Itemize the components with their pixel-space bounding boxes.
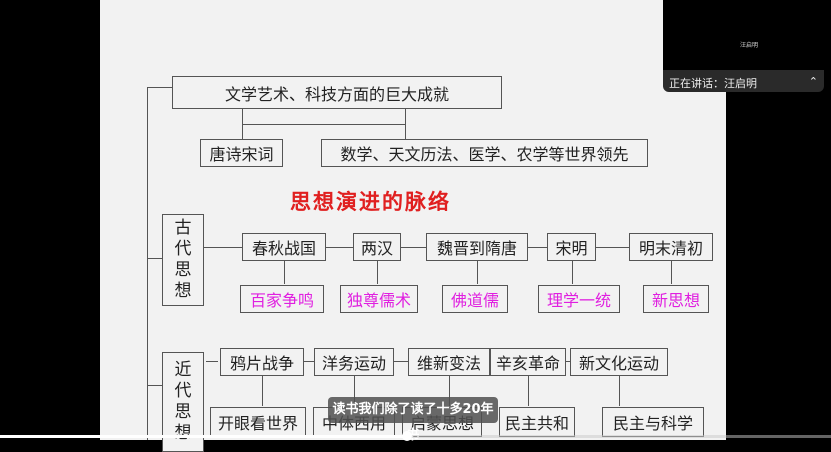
era-box: 春秋战国 [242, 233, 326, 261]
connector-line [401, 247, 426, 248]
era-box: 洋务运动 [314, 348, 394, 376]
label-char: 代 [174, 381, 192, 401]
thought-box: 理学一统 [538, 285, 620, 313]
ancient-label: 古代思想 [162, 214, 204, 306]
label-char: 思 [174, 260, 192, 280]
connector-line [147, 385, 162, 386]
slide-title: 思想演进的脉络 [290, 190, 451, 214]
progress-fill [0, 435, 408, 438]
thought-box: 开眼看世界 [210, 407, 306, 437]
speaking-text: 正在讲话：汪启明 [669, 77, 757, 90]
label-char: 思 [174, 402, 192, 422]
thought-box: 百家争鸣 [240, 285, 324, 313]
connector-line [619, 376, 620, 406]
connector-line [596, 247, 629, 248]
connector-line [326, 247, 353, 248]
sub-box: 数学、天文历法、医学、农学等世界领先 [321, 139, 648, 167]
era-box: 宋明 [547, 233, 596, 261]
top-box: 文学艺术、科技方面的巨大成就 [172, 76, 502, 109]
thought-box: 民主与科学 [602, 407, 704, 437]
label-char: 代 [174, 239, 192, 259]
connector-line [242, 124, 405, 125]
era-box: 维新变法 [408, 348, 490, 376]
thought-box: 新思想 [643, 285, 709, 313]
subtitle-caption: 读书我们除了读了十多20年书 [328, 397, 498, 443]
era-box: 辛亥革命 [490, 348, 566, 376]
video-name: 汪启明 [740, 42, 759, 49]
connector-line [354, 376, 355, 406]
connector-line [671, 261, 672, 284]
connector-line [394, 361, 408, 362]
speaking-indicator[interactable]: 正在讲话：汪启明 ⌃ [663, 70, 824, 92]
progress-bar[interactable] [0, 435, 831, 438]
connector-line [477, 261, 478, 284]
label-char: 想 [174, 281, 192, 301]
chevron-up-icon[interactable]: ⌃ [808, 75, 818, 88]
connector-line [571, 261, 573, 284]
sub-box: 唐诗宋词 [200, 139, 283, 167]
thought-box: 独尊儒术 [340, 285, 418, 313]
connector-line [206, 361, 218, 362]
connector-line [449, 376, 450, 406]
connector-line [147, 87, 172, 88]
thought-box: 民主共和 [499, 407, 575, 437]
connector-line [147, 87, 148, 440]
connector-line [566, 361, 570, 362]
thought-box: 佛道儒 [442, 285, 508, 313]
connector-line [304, 361, 314, 362]
label-char: 想 [174, 423, 192, 443]
label-char: 古 [174, 218, 192, 238]
era-box: 鸦片战争 [220, 348, 304, 376]
progress-handle[interactable] [402, 431, 413, 441]
speaker-video[interactable] [663, 0, 831, 70]
connector-line [147, 258, 162, 259]
connector-line [405, 109, 406, 139]
era-box: 明末清初 [629, 233, 713, 261]
label-char: 近 [174, 360, 192, 380]
era-box: 魏晋到隋唐 [426, 233, 528, 261]
era-box: 新文化运动 [570, 348, 668, 376]
connector-line [284, 261, 285, 284]
connector-line [528, 247, 547, 248]
connector-line [204, 247, 244, 248]
connector-line [377, 261, 378, 284]
connector-line [528, 376, 529, 406]
era-box: 两汉 [353, 233, 401, 261]
connector-line [262, 376, 263, 406]
